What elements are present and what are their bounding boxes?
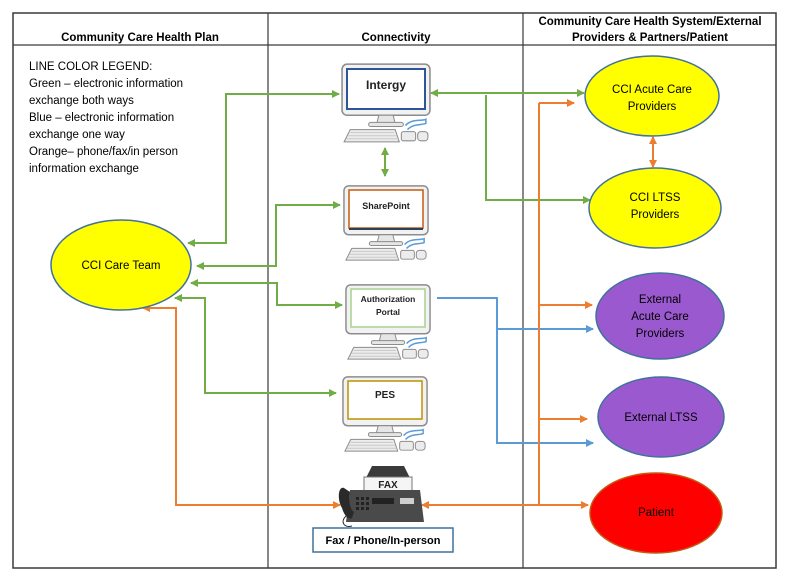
connector-careteam-intergy — [187, 90, 340, 247]
connector-careteam-pes — [174, 294, 337, 397]
node-external-acute-care-providers[interactable]: External Acute Care Providers — [595, 272, 725, 360]
pes-label: PES — [375, 390, 395, 401]
cci-ltss-label-line1: CCI LTSS — [630, 192, 681, 204]
node-external-ltss[interactable]: External LTSS — [597, 376, 725, 458]
ext-ltss-label: External LTSS — [624, 412, 698, 424]
fax-keypad — [356, 497, 369, 510]
phone-cord — [342, 515, 353, 527]
legend-line-orange-1: Orange– phone/fax/in person — [29, 146, 178, 158]
fax-label-box — [312, 527, 454, 553]
ext-acute-label-line3: Providers — [636, 328, 685, 340]
header-connectivity: Connectivity — [361, 32, 431, 44]
node-cci-care-team[interactable]: CCI Care Team — [50, 219, 192, 311]
ext-ltss-ellipse — [597, 376, 725, 458]
authorization-screen — [350, 288, 426, 328]
patient-label: Patient — [638, 507, 675, 519]
fax-phone-in-person[interactable]: FAX Fax / Phone/In-person — [312, 466, 454, 553]
node-cci-ltss-providers[interactable]: CCI LTSS Providers — [588, 167, 722, 249]
cci-acute-label-line1: CCI Acute Care — [612, 84, 692, 96]
system-intergy[interactable]: Intergy — [341, 63, 431, 143]
connectors — [142, 89, 657, 509]
ext-acute-label-line2: Acute Care — [631, 311, 689, 323]
header-health-system-line2: Providers & Partners/Patient — [572, 32, 728, 44]
authorization-label-line1: Authorization — [361, 294, 416, 304]
pes-screen — [347, 380, 423, 420]
header-health-system-line1: Community Care Health System/External — [538, 16, 761, 28]
line-color-legend: LINE COLOR LEGEND: Green – electronic in… — [29, 61, 183, 175]
sharepoint-screen — [348, 189, 424, 229]
phone-handset — [338, 487, 354, 519]
authorization-label-line2: Portal — [376, 307, 400, 317]
ext-acute-label-line1: External — [639, 294, 681, 306]
system-pes[interactable]: PES — [342, 376, 428, 452]
intergy-label: Intergy — [366, 78, 406, 92]
connector-authorization-ext-ltss — [496, 329, 594, 447]
node-patient[interactable]: Patient — [589, 472, 723, 554]
fax-paper-text: FAX — [378, 480, 398, 491]
legend-line-green-1: Green – electronic information — [29, 78, 183, 90]
connector-careteam-fax — [142, 304, 341, 509]
patient-ellipse — [589, 472, 723, 554]
connector-careteam-authorization — [190, 279, 343, 309]
fax-feed — [400, 498, 414, 504]
fax-display — [372, 498, 394, 504]
connector-careteam-sharepoint — [196, 201, 341, 270]
fax-body — [346, 490, 424, 522]
cci-care-team-ellipse — [50, 219, 192, 311]
table-border — [12, 12, 777, 569]
system-sharepoint[interactable]: SharePoint — [343, 185, 429, 261]
sharepoint-label: SharePoint — [362, 201, 410, 211]
cci-care-team-label: CCI Care Team — [81, 260, 160, 272]
legend-line-blue-1: Blue – electronic information — [29, 112, 174, 124]
cci-acute-label-line2: Providers — [628, 101, 677, 113]
cci-ltss-ellipse — [588, 167, 722, 249]
connector-authorization-ext-acute — [437, 297, 594, 333]
fax-machine-icon: FAX — [338, 466, 424, 527]
ext-acute-ellipse — [595, 272, 725, 360]
legend-line-orange-2: information exchange — [29, 163, 139, 175]
legend-line-blue-2: exchange one way — [29, 129, 125, 141]
fax-paper-tray — [366, 466, 410, 478]
system-authorization-portal[interactable]: Authorization Portal — [345, 284, 431, 360]
legend-title: LINE COLOR LEGEND: — [29, 61, 152, 73]
fax-label: Fax / Phone/In-person — [326, 535, 441, 547]
intergy-screen — [346, 68, 426, 110]
node-cci-acute-care-providers[interactable]: CCI Acute Care Providers — [584, 55, 720, 137]
cci-ltss-label-line2: Providers — [631, 209, 680, 221]
header-health-plan: Community Care Health Plan — [61, 32, 219, 44]
legend-line-green-2: exchange both ways — [29, 95, 134, 107]
connector-intergy-cci-ltss — [485, 95, 591, 204]
cci-acute-ellipse — [584, 55, 720, 137]
